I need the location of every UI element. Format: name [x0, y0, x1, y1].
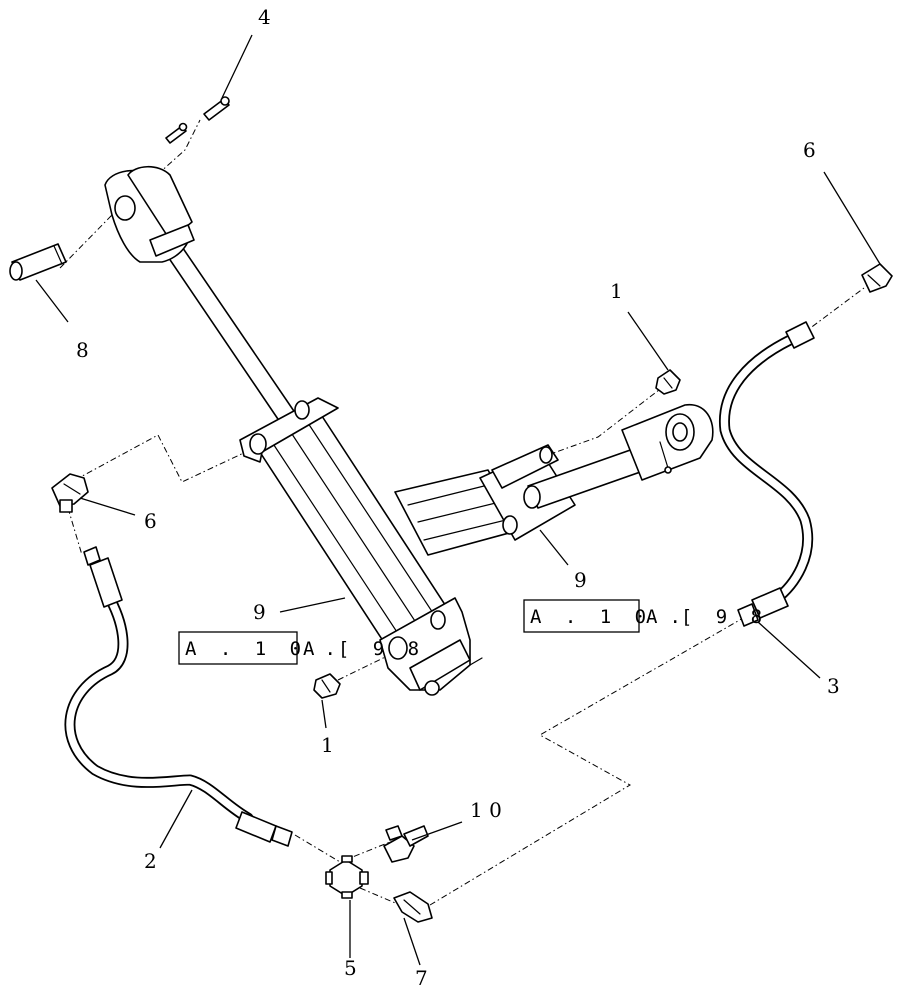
hose-2	[64, 546, 293, 847]
callout-3: 3	[827, 674, 840, 698]
reference-suffix-left: A [ 9 8	[303, 638, 425, 660]
fitting-7-elbow	[393, 891, 433, 923]
reference-code-right: A . 1 0 .	[530, 606, 687, 628]
leader-lines	[35, 34, 881, 966]
callout-8: 8	[76, 338, 89, 362]
reference-box-left	[178, 631, 298, 665]
fitting-10-tee	[383, 825, 429, 863]
reference-box-right	[523, 599, 640, 633]
fitting-1-lower	[313, 673, 341, 699]
pin-8	[9, 243, 67, 281]
callout-1-lower: 1	[321, 733, 334, 757]
hose-3	[718, 321, 815, 627]
callout-9-left: 9	[253, 600, 266, 624]
callout-1-upper: 1	[610, 279, 623, 303]
reference-left: A . 1 0 . A [ 9 8	[178, 631, 425, 665]
callout-10: 1 0	[470, 798, 502, 822]
callout-6-right: 6	[803, 138, 816, 162]
secondary-cylinder	[394, 404, 714, 556]
fitting-6-right-adapter	[861, 263, 893, 293]
callout-9-right: 9	[574, 568, 587, 592]
fitting-1-upper	[655, 369, 681, 395]
fitting-6-left-elbow	[51, 473, 89, 513]
fitting-5-cross	[325, 855, 369, 899]
reference-code-left: A . 1 0 .	[185, 638, 342, 660]
callout-numbers: 4 8 1 6 6 9 9 1 3 2 5 7 1 0	[76, 5, 840, 990]
fastener-4	[165, 96, 230, 144]
callout-6-left: 6	[144, 509, 157, 533]
callout-5: 5	[344, 956, 357, 980]
main-cylinder	[104, 165, 483, 696]
reference-suffix-right: A [ 9 8	[646, 606, 768, 628]
reference-right: A . 1 0 . A [ 9 8	[523, 599, 768, 633]
callout-2: 2	[144, 849, 157, 873]
callout-4: 4	[258, 5, 271, 29]
callout-7: 7	[415, 966, 428, 990]
